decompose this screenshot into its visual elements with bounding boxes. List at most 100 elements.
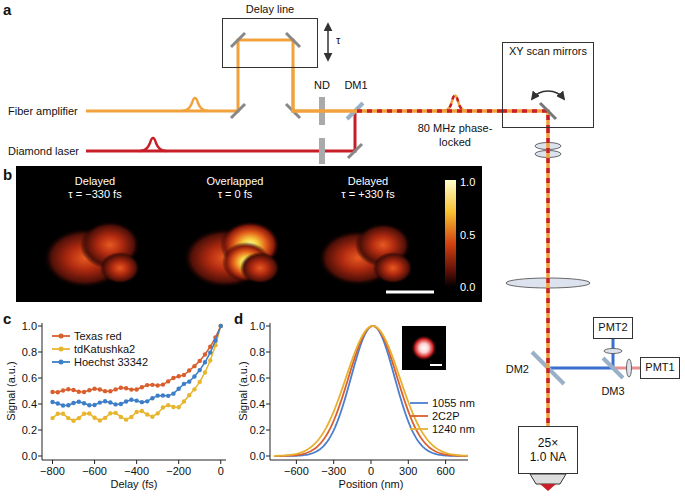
scan-beam [502,111,548,128]
tick-mark [266,404,270,405]
data-point [129,387,133,391]
panel-letter: b [3,166,12,184]
data-point [150,396,154,400]
image-value: τ = −330 fs [68,187,121,201]
tick-mark [38,326,42,327]
data-point [198,368,202,372]
data-point [219,324,223,328]
data-point [182,382,186,386]
data-point [166,379,170,383]
data-point [87,403,91,407]
scale-bar [386,291,434,294]
chart-axes [266,323,468,464]
image-value: τ = +330 fs [341,187,394,201]
legend-entry: tdKatushka2 [52,342,135,355]
data-point [56,401,60,405]
legend-line [410,415,428,417]
panel-b-images [16,166,482,302]
data-point [150,383,154,387]
tick-label: 0.6 [250,371,265,385]
data-point [66,403,70,407]
data-point [87,411,91,415]
data-point [140,409,144,413]
data-point [145,399,149,403]
data-point [171,376,175,380]
image-title: Delayed [75,174,115,188]
panel-letter: c [3,310,11,328]
axis-title: Delay (fs) [110,477,157,491]
cell-image [373,252,413,284]
data-point [203,352,207,356]
data-point [171,391,175,395]
data-point [50,390,54,394]
data-point [145,383,149,387]
colorbar-value: 1.0 [460,175,475,189]
data-point [182,373,186,377]
data-point [113,402,117,406]
fiber-pulse [182,98,208,111]
source-label: Fiber amplifier [8,104,78,118]
data-point [92,403,96,407]
data-point [208,358,212,362]
pmt-detector: PMT2 [593,317,632,338]
tick-mark [266,352,270,353]
image-title: Delayed [348,174,388,188]
tick-mark [296,460,297,464]
nd-filter [319,138,325,164]
legend-entry: 1240 nm [410,422,475,435]
legend-swatch [52,344,70,354]
data-point [150,415,154,419]
node-text: XY scan mirrors [509,45,587,58]
colorbar-value: 0.5 [460,228,475,242]
data-point [50,416,54,420]
data-point [182,399,186,403]
overlapped-pulse [443,96,467,112]
data-point [213,338,217,342]
data-point [66,387,70,391]
data-point [155,383,159,387]
data-point [140,400,144,404]
legend-text: Texas red [74,330,122,342]
image-title: Overlapped [207,174,264,188]
data-point [176,387,180,391]
data-point [98,387,102,391]
data-point [77,416,81,420]
data-point [219,324,223,328]
scan-arrow [532,91,564,99]
tick-mark [266,430,270,431]
data-point [187,379,191,383]
data-point [129,415,133,419]
beam-line [293,68,502,111]
scan-mirror [540,103,556,119]
data-point [98,418,102,422]
data-point [124,399,128,403]
data-point [119,415,123,419]
tick-label: −600 [284,464,309,478]
tick-mark [266,456,270,457]
data-point [161,393,165,397]
data-point [77,390,81,394]
data-point [98,400,102,404]
data-point [208,350,212,354]
legend-text: 2C2P [432,410,460,422]
data-point [155,411,159,415]
data-curve [53,326,221,406]
cell-image [100,252,140,284]
data-point [145,412,149,416]
tick-label: 0 [368,464,374,478]
data-point [77,400,81,404]
tick-mark [266,378,270,379]
psf-spot [411,335,437,361]
legend-dot [59,333,64,338]
inset-ground [402,326,446,370]
y-axis-line [42,323,43,460]
data-point [166,394,170,398]
x-axis-line [42,460,226,461]
beam-path [548,128,549,426]
tick-mark [220,460,221,464]
legend-text: 1055 nm [432,397,475,409]
data-curve [274,326,468,456]
data-point [92,387,96,391]
data-point [103,399,107,403]
data-point [187,393,191,397]
